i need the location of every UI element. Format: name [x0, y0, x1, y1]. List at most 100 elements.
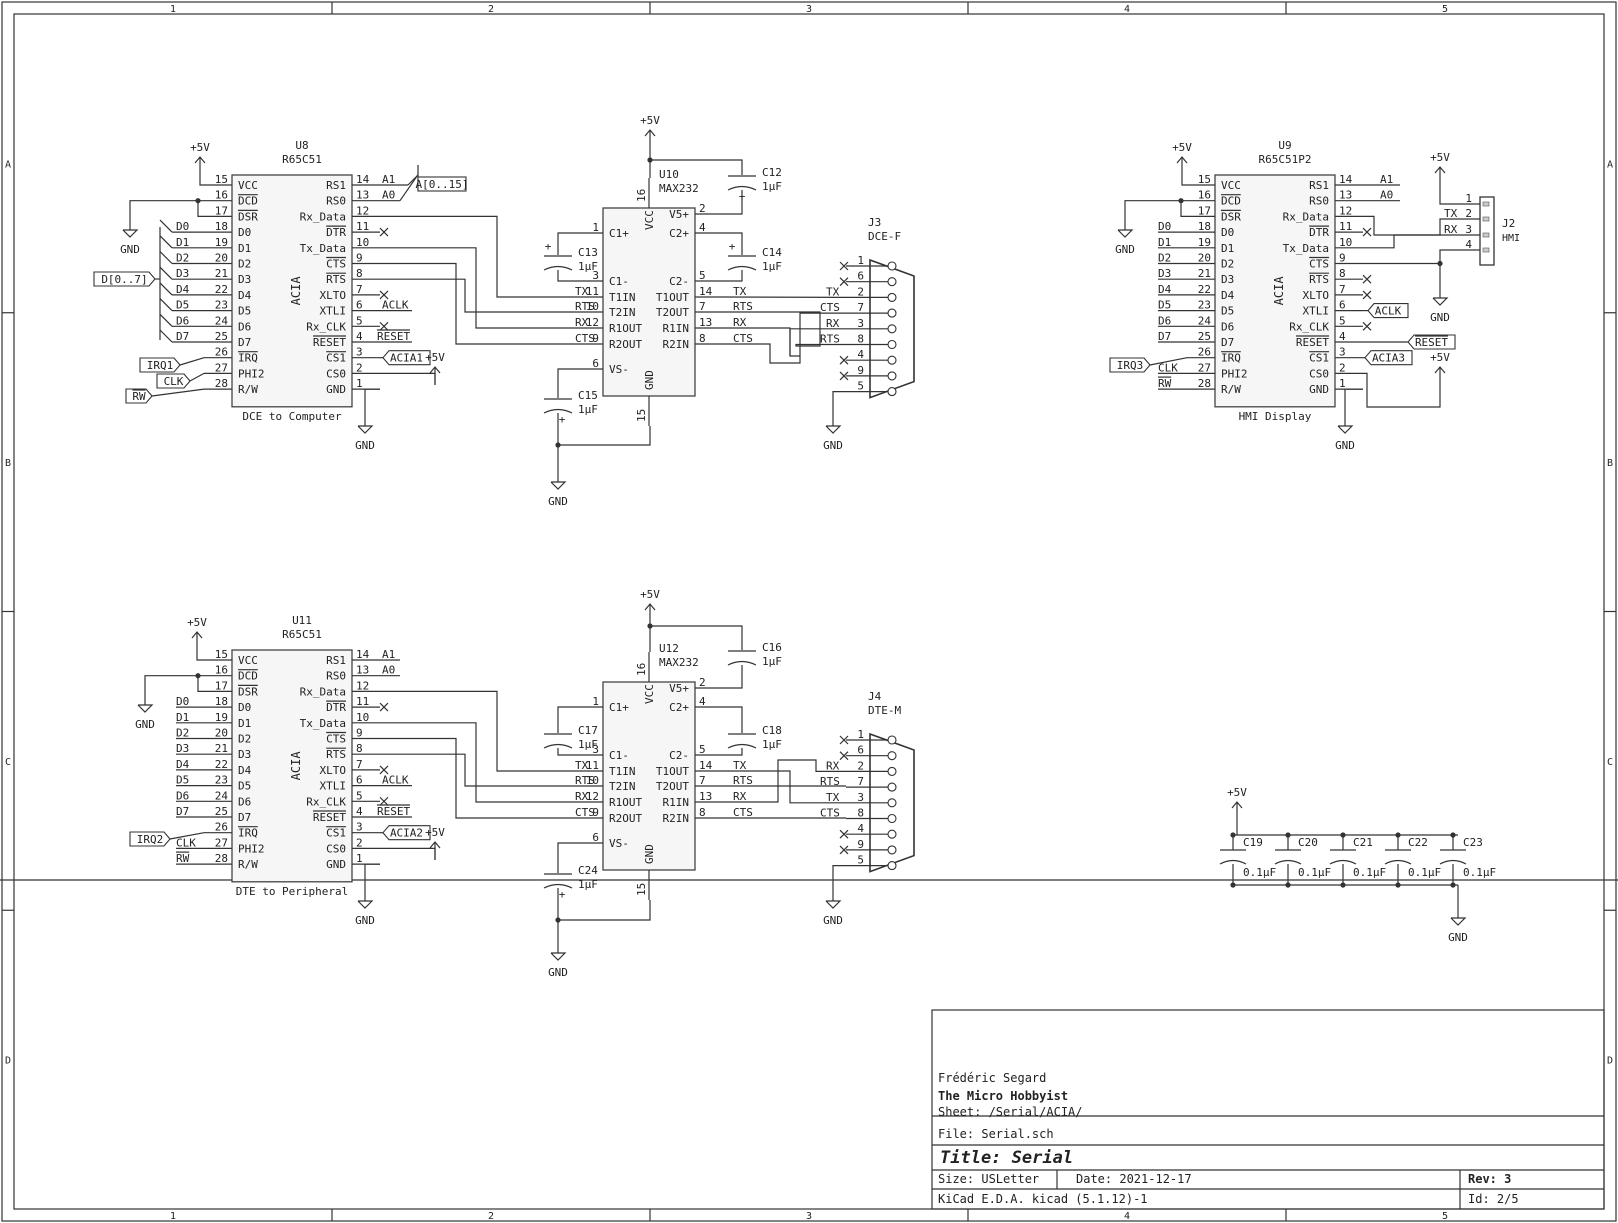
wire — [825, 425, 842, 434]
pin-name: Rx_CLK — [306, 320, 346, 333]
header-body — [1479, 196, 1495, 266]
pin-socket — [887, 387, 897, 397]
pin-name: DCD — [238, 195, 258, 208]
pin-name: VCC — [238, 179, 258, 192]
pin-name: CTS — [326, 258, 346, 271]
pin-name: GND — [643, 370, 656, 390]
data-line-label: D2 — [176, 727, 189, 740]
wire — [144, 675, 204, 697]
tag-text: ACLK — [1375, 305, 1402, 318]
cap-value: 1µF — [578, 738, 598, 751]
pin-name: T2IN — [609, 306, 636, 319]
chip-caption: HMI Display — [1239, 410, 1312, 423]
tb-title: Title: Serial — [940, 1148, 1073, 1168]
pin-number: 2 — [1465, 207, 1472, 220]
title-block: Frédéric Segard The Micro Hobbyist Sheet… — [931, 1009, 1605, 1210]
pin-name: D1 — [238, 717, 251, 730]
net-label: RW — [1158, 377, 1172, 390]
pin-number: 19 — [215, 236, 228, 249]
pin-number: 3 — [592, 269, 599, 282]
cap-value: 1µF — [762, 738, 782, 751]
pin-name: GND — [326, 383, 346, 396]
pin-name: R1IN — [663, 322, 690, 335]
no-connect — [1362, 274, 1372, 284]
pin-number: 14 — [699, 759, 713, 772]
cap-ref: C17 — [578, 724, 598, 737]
pin-number: 16 — [1198, 189, 1211, 202]
pin-name: D4 — [238, 764, 252, 777]
cap-value: 1µF — [578, 878, 598, 891]
pin-name: T2OUT — [656, 780, 689, 793]
bus-entry — [159, 219, 173, 233]
wire — [1337, 425, 1354, 434]
connector-ref: J3 — [868, 216, 881, 229]
polarity: + — [739, 190, 746, 203]
vcc-label: +5V — [1227, 786, 1247, 799]
pin-number: 4 — [857, 822, 864, 835]
wire — [557, 232, 573, 255]
cap-plate — [1274, 859, 1302, 865]
net-label: RX — [1444, 223, 1458, 236]
pin-number: 3 — [356, 821, 363, 834]
chip-value: MAX232 — [659, 656, 699, 669]
pin-name: DTR — [326, 226, 346, 239]
tag-irq1: IRQ1 — [139, 357, 181, 373]
pin-number: 12 — [1339, 204, 1352, 217]
chip-body — [1214, 174, 1336, 408]
pin-number: 2 — [356, 361, 363, 374]
pin-name: D7 — [1221, 336, 1234, 349]
pin-name: D1 — [238, 242, 251, 255]
tag-shape — [156, 373, 191, 389]
pin-number: 15 — [635, 883, 648, 896]
chip-caption: DTE to Peripheral — [236, 885, 349, 898]
pin-name: D4 — [1221, 289, 1235, 302]
pin-name: D0 — [1221, 226, 1234, 239]
row-label-left: A — [5, 159, 11, 170]
no-connect — [839, 829, 849, 839]
wire — [725, 706, 743, 733]
no-connect — [379, 796, 389, 806]
vcc-symbol: +5V — [187, 616, 207, 650]
pin-number: 26 — [215, 821, 228, 834]
junction — [1340, 882, 1346, 888]
net-label: RX — [575, 316, 589, 329]
pin-number: 8 — [356, 742, 363, 755]
pin-name: DSR — [1221, 210, 1241, 223]
pin-name: R1IN — [663, 796, 690, 809]
pin-number: 9 — [356, 727, 363, 740]
pin-name: D5 — [1221, 305, 1234, 318]
decoupling-caps: +5VC190.1µFC200.1µFC210.1µFC220.1µFC230.… — [1219, 786, 1496, 944]
pin-name: VS- — [609, 363, 629, 376]
pin-socket — [887, 355, 897, 365]
wire — [1363, 262, 1441, 270]
junction — [1230, 882, 1236, 888]
wire — [196, 650, 204, 661]
pin-number: 8 — [356, 267, 363, 280]
pin-name: C1- — [609, 275, 629, 288]
tag-acia1: ACIA1 — [382, 350, 431, 366]
connector-value: HMI — [1502, 233, 1520, 244]
pin-number: 24 — [215, 314, 229, 327]
no-connect — [379, 765, 389, 775]
pin-number: 5 — [1339, 314, 1346, 327]
gnd-label: GND — [823, 439, 843, 452]
tag-shape — [93, 271, 156, 287]
junction — [1285, 832, 1291, 838]
pin-name: D3 — [238, 748, 251, 761]
cap-ref: C16 — [762, 641, 782, 654]
pin-number: 5 — [699, 743, 706, 756]
wire — [725, 312, 846, 364]
no-connect — [839, 751, 849, 761]
vcc-label: +5V — [1430, 151, 1450, 164]
pin-name: R2IN — [663, 338, 690, 351]
wire — [725, 311, 846, 347]
wire — [1363, 372, 1441, 408]
pin-name: T1OUT — [656, 765, 689, 778]
vcc-label: +5V — [640, 114, 660, 127]
wire — [189, 372, 205, 382]
gnd-symbol: GND — [355, 418, 375, 452]
tb-tool: KiCad E.D.A. kicad (5.1.12)-1 — [938, 1192, 1148, 1206]
